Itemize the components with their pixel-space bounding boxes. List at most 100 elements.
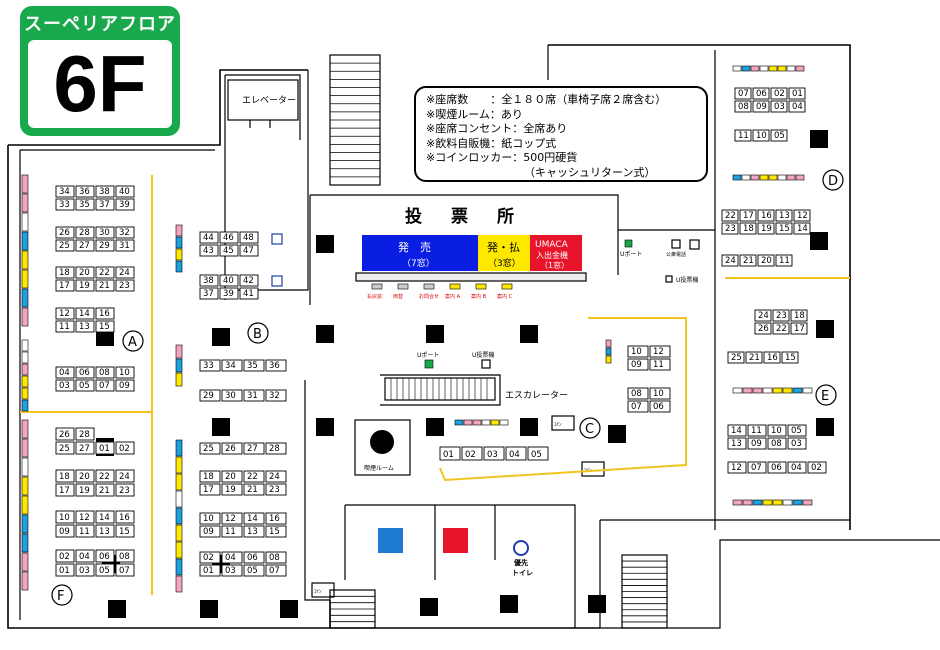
seat-number: 18 bbox=[794, 311, 805, 321]
seat bbox=[199, 389, 221, 402]
channel-strip-D bbox=[786, 65, 796, 72]
inner-wall bbox=[599, 520, 940, 629]
escalator-label: エスカレーター bbox=[505, 390, 568, 401]
betting-hall-title: 投 票 所 bbox=[405, 206, 520, 227]
seat bbox=[649, 345, 671, 358]
seat bbox=[75, 198, 95, 211]
seat-number: 30 bbox=[99, 228, 110, 238]
pillar bbox=[608, 425, 626, 443]
channel-strip-E bbox=[762, 499, 773, 506]
seat-number: 20 bbox=[225, 472, 236, 482]
elevator-box bbox=[227, 79, 299, 121]
seat bbox=[199, 244, 219, 257]
seat bbox=[115, 366, 135, 379]
seat bbox=[747, 437, 767, 450]
channel-strip-A bbox=[21, 363, 29, 376]
seat bbox=[754, 309, 772, 322]
men-toilet-icon bbox=[378, 528, 403, 553]
seat bbox=[55, 510, 75, 524]
seat bbox=[221, 551, 243, 564]
seat bbox=[265, 442, 287, 455]
seat-number: 01 bbox=[443, 450, 454, 460]
seat bbox=[265, 525, 287, 538]
pillar bbox=[816, 418, 834, 436]
seat-number: 04 bbox=[791, 463, 802, 473]
channel-strip-C bbox=[472, 419, 482, 426]
channel-strip-E bbox=[752, 499, 763, 506]
seat-number: 13 bbox=[779, 211, 790, 221]
payout-label: 発・払 bbox=[487, 240, 520, 254]
seat-number: 24 bbox=[725, 256, 736, 266]
seat bbox=[75, 279, 95, 292]
seat-number: 36 bbox=[79, 187, 90, 197]
seat bbox=[734, 129, 752, 142]
seat-number: 22 bbox=[99, 268, 110, 278]
floor-number: 6F bbox=[53, 39, 147, 128]
seat bbox=[115, 441, 135, 455]
window-label: 案内 C bbox=[497, 293, 513, 300]
walkway-line bbox=[439, 317, 687, 482]
channel-strip-A bbox=[21, 387, 29, 400]
seat bbox=[115, 379, 135, 392]
seat-number: 07 bbox=[99, 381, 110, 391]
seat-number: 38 bbox=[99, 187, 110, 197]
seat-number: 29 bbox=[203, 391, 214, 401]
window-marker bbox=[371, 283, 383, 290]
seat-number: 47 bbox=[243, 246, 254, 256]
pillar bbox=[520, 325, 538, 343]
seat-number: 06 bbox=[79, 368, 90, 378]
seat bbox=[95, 483, 115, 497]
pillar bbox=[212, 328, 230, 346]
seat bbox=[199, 483, 221, 496]
channel-strip-D bbox=[759, 174, 769, 181]
seat-number: 07 bbox=[751, 463, 762, 473]
seat-number: 07 bbox=[631, 402, 642, 412]
seat-number: 06 bbox=[99, 552, 110, 562]
seat bbox=[243, 470, 265, 483]
seat-number: 25 bbox=[731, 353, 742, 363]
seat bbox=[221, 442, 243, 455]
pillar bbox=[96, 328, 114, 346]
seat bbox=[439, 446, 461, 461]
seat-number: 32 bbox=[119, 228, 130, 238]
channel-strip-C bbox=[481, 419, 491, 426]
seat bbox=[199, 470, 221, 483]
seat bbox=[757, 222, 775, 235]
seat-number: 08 bbox=[269, 553, 280, 563]
seat bbox=[221, 483, 243, 496]
pillar bbox=[420, 598, 438, 616]
seat bbox=[95, 198, 115, 211]
seat-number: 08 bbox=[771, 439, 782, 449]
seat-number: 03 bbox=[487, 450, 498, 460]
seat bbox=[483, 446, 505, 461]
seat-number: 08 bbox=[631, 389, 642, 399]
seat-number: 02 bbox=[119, 444, 130, 454]
seat bbox=[115, 185, 135, 198]
zone-marker bbox=[247, 322, 269, 344]
seat-number: 15 bbox=[269, 527, 280, 537]
sell-block bbox=[362, 235, 478, 271]
seat-number: 05 bbox=[791, 426, 802, 436]
priority-toilet-label: 優先 bbox=[513, 558, 528, 567]
pillar bbox=[816, 320, 834, 338]
seat bbox=[115, 198, 135, 211]
seat-number: 39 bbox=[223, 289, 234, 299]
seat-number: 02 bbox=[811, 463, 822, 473]
channel-strip-B bbox=[175, 358, 183, 373]
seat bbox=[239, 244, 259, 257]
channel-strip-E bbox=[752, 387, 763, 394]
umaca-sub: 入出金機 bbox=[536, 250, 568, 260]
sell-label: 発 売 bbox=[398, 240, 431, 254]
info-sign-icon bbox=[689, 239, 700, 250]
seat-number: 16 bbox=[119, 513, 130, 523]
seat bbox=[265, 483, 287, 496]
seat-number: 16 bbox=[269, 514, 280, 524]
seat-number: 21 bbox=[749, 353, 760, 363]
seat bbox=[747, 424, 767, 437]
seat bbox=[115, 226, 135, 239]
seat-number: 13 bbox=[99, 527, 110, 537]
seat-number: 17 bbox=[794, 324, 805, 334]
info-box: ※座席数 ：全１８０席（車椅子席２席含む） ※喫煙ルーム：あり ※座席コンセント… bbox=[414, 86, 708, 182]
seat-number: 06 bbox=[771, 463, 782, 473]
